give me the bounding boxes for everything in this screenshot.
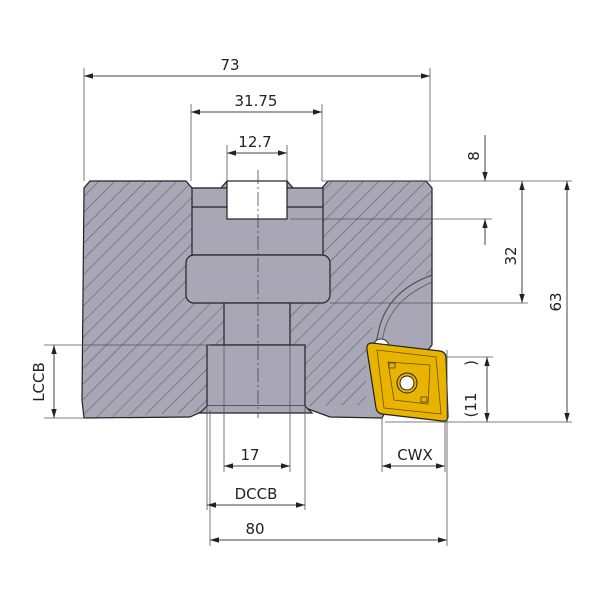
dim-bore-width: 31.75 (235, 92, 278, 110)
hatch-right (290, 181, 432, 406)
cutter-body (81, 170, 433, 419)
dim-cwx: CWX (397, 446, 433, 464)
dim-dccb: DCCB (235, 485, 278, 503)
dim-bore-depth: 32 (502, 246, 520, 265)
counterbore (206, 344, 306, 407)
dim-counterbore-inner: 17 (240, 446, 259, 464)
dim-overall-width: 73 (220, 56, 239, 74)
dim-cutting-diameter: 80 (245, 520, 264, 538)
dim-insert-height: (11 (462, 393, 480, 418)
extension-lines (44, 68, 572, 546)
keyway-slot (226, 180, 288, 220)
dim-keyway-depth: 8 (465, 151, 483, 161)
dimension-lines (51, 73, 570, 543)
dimension-labels: 73 31.75 12.7 8 32 63 (11 ) LCCB 17 DCCB… (30, 56, 565, 538)
dim-insert-height-paren: ) (462, 360, 480, 366)
hatch-left (82, 181, 224, 418)
dim-overall-height: 63 (547, 292, 565, 311)
dim-keyway-width: 12.7 (238, 133, 271, 151)
cutting-insert (366, 338, 449, 422)
dim-lccb: LCCB (30, 362, 48, 402)
